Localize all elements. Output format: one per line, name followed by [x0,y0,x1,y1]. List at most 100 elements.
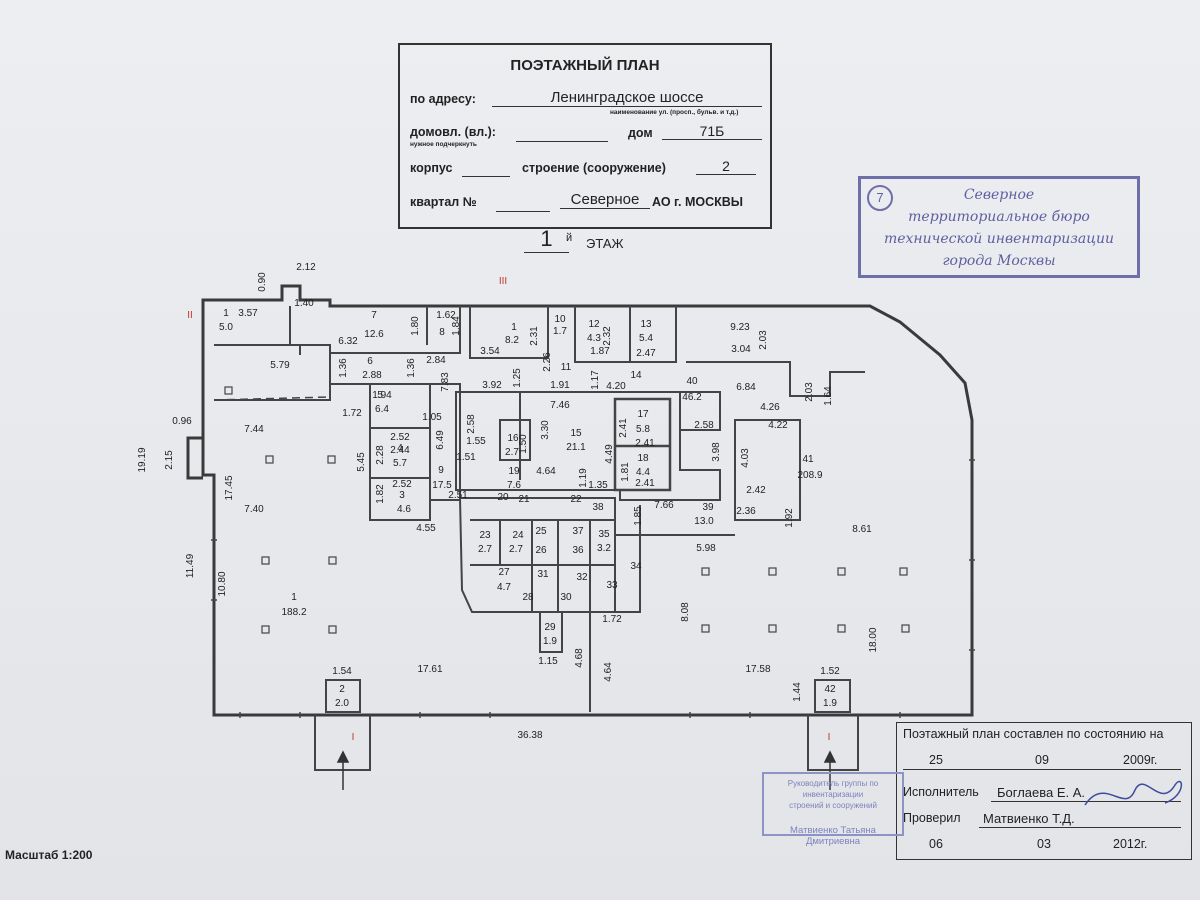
plan-label: 25 [535,526,547,537]
plan-label: 36.38 [517,730,542,741]
plan-label: 6.84 [736,382,756,393]
plan-label: 9.23 [730,322,750,333]
plan-label: 8.61 [852,524,872,535]
plan-label: 19 [508,466,520,477]
plan-label: 7 [371,310,377,321]
plan-label: 1.72 [602,614,622,625]
address-value: Ленинградское шоссе [492,89,762,107]
plan-label: 31 [537,569,549,580]
sig-stamp-line-2: строений и сооружений [789,801,877,810]
plan-label: 29 [544,622,556,633]
plan-label: 2.47 [636,348,656,359]
plan-label: 7.46 [550,400,570,411]
scale-label: Масштаб 1:200 [5,848,93,862]
plan-label: 0.96 [172,416,192,427]
dashed-boundary [213,396,331,401]
district-suffix: АО г. МОСКВЫ [652,195,744,209]
plan-label: 17.5 [432,480,452,491]
executor-label: Исполнитель [903,785,979,799]
columns [224,386,910,634]
plan-label: 4.55 [416,523,436,534]
plan-label: 1.19 [578,468,589,488]
plan-label: 2.28 [375,445,386,465]
date1-underline [903,769,1181,770]
plan-label: 3.92 [482,380,502,391]
date2-year: 2012г. [1113,837,1148,851]
plan-label: 2 [339,684,345,695]
plan-label: 8.08 [680,602,691,622]
plan-label: 2.44 [390,445,410,456]
plan-label: 37 [572,526,584,537]
plan-label: 3.57 [238,308,258,319]
floor-number: 1 [524,226,569,253]
plan-label: 12.6 [364,329,384,340]
windows [211,459,975,718]
plan-label: 3.30 [540,420,551,440]
plan-label: 15 [570,428,582,439]
date1-month: 09 [1035,753,1049,767]
plan-label: 14 [630,370,642,381]
plan-label: 4.26 [760,402,780,413]
date1-year: 2009г. [1123,753,1158,767]
plan-label: 2.26 [542,352,553,372]
plan-title: ПОЭТАЖНЫЙ ПЛАН [510,57,660,74]
plan-label: 42 [824,684,836,695]
plan-label: 4.68 [574,648,585,668]
plan-label: 21.1 [566,442,586,453]
plan-label: 17.45 [224,475,235,500]
plan-label: 10 [554,314,566,325]
plan-label: 0.90 [257,272,268,292]
plan-label: 3.2 [597,543,611,554]
plan-label: 1.9 [823,698,837,709]
plan-label: 1.44 [792,682,803,702]
plan-label: 2.58 [466,414,477,434]
stamp-line-4: города Москвы [942,253,1056,269]
plan-label: 5.7 [393,458,407,469]
plan-label: III [499,276,507,287]
plan-label: 6 [367,356,373,367]
plan-label: 2.84 [426,355,446,366]
plan-label: 33 [606,580,618,591]
plan-label: 5 [377,390,383,401]
plan-label: 2.12 [296,262,316,273]
plan-label: 2.31 [529,326,540,346]
plan-label: 2.41 [635,438,655,449]
plan-label: 7.40 [244,504,264,515]
bti-stamp: 7 Северное территориальное бюро техничес… [858,176,1140,278]
plan-label: 9 [438,465,444,476]
plan-label: 1.05 [422,412,442,423]
plan-label: 4.20 [606,381,626,392]
plan-label: 4.22 [768,420,788,431]
address-label: по адресу: [410,92,476,106]
plan-label: 1.54 [332,666,352,677]
plan-label: 23 [479,530,491,541]
korpus-value [462,160,510,177]
plan-label: 36 [572,545,584,556]
plan-label: 21 [518,494,530,505]
address-hint: наименование ул. (просп., бульв. и т.д.) [610,109,739,116]
plan-label: 5.4 [639,333,653,344]
plan-label: 6.32 [338,336,358,347]
plan-label: 1.64 [823,386,834,406]
stroenie-label: строение (сооружение) [522,161,666,175]
executor-underline [991,801,1181,802]
entrance-arrows [336,750,837,790]
plan-label: 4.3 [587,333,601,344]
plan-label: 32 [576,572,588,583]
date2-month: 03 [1037,837,1051,851]
plan-label: 24 [512,530,524,541]
plan-label: 2.7 [509,544,523,555]
plan-label: 1.91 [550,380,570,391]
checked-value: Матвиенко Т.Д. [983,811,1075,826]
plan-label: 2.58 [694,420,714,431]
stamp-line-2: территориальное бюро [908,209,1090,225]
plan-label: 2.52 [392,479,412,490]
inner-walls [214,306,865,771]
plan-label: 1.7 [553,326,567,337]
sig-stamp-line-1: Руководитель группы по инвентаризации [787,779,879,799]
plan-label: 2.7 [505,447,519,458]
executor-value: Боглаева Е. А. [997,785,1086,800]
plan-label: 5.8 [636,424,650,435]
